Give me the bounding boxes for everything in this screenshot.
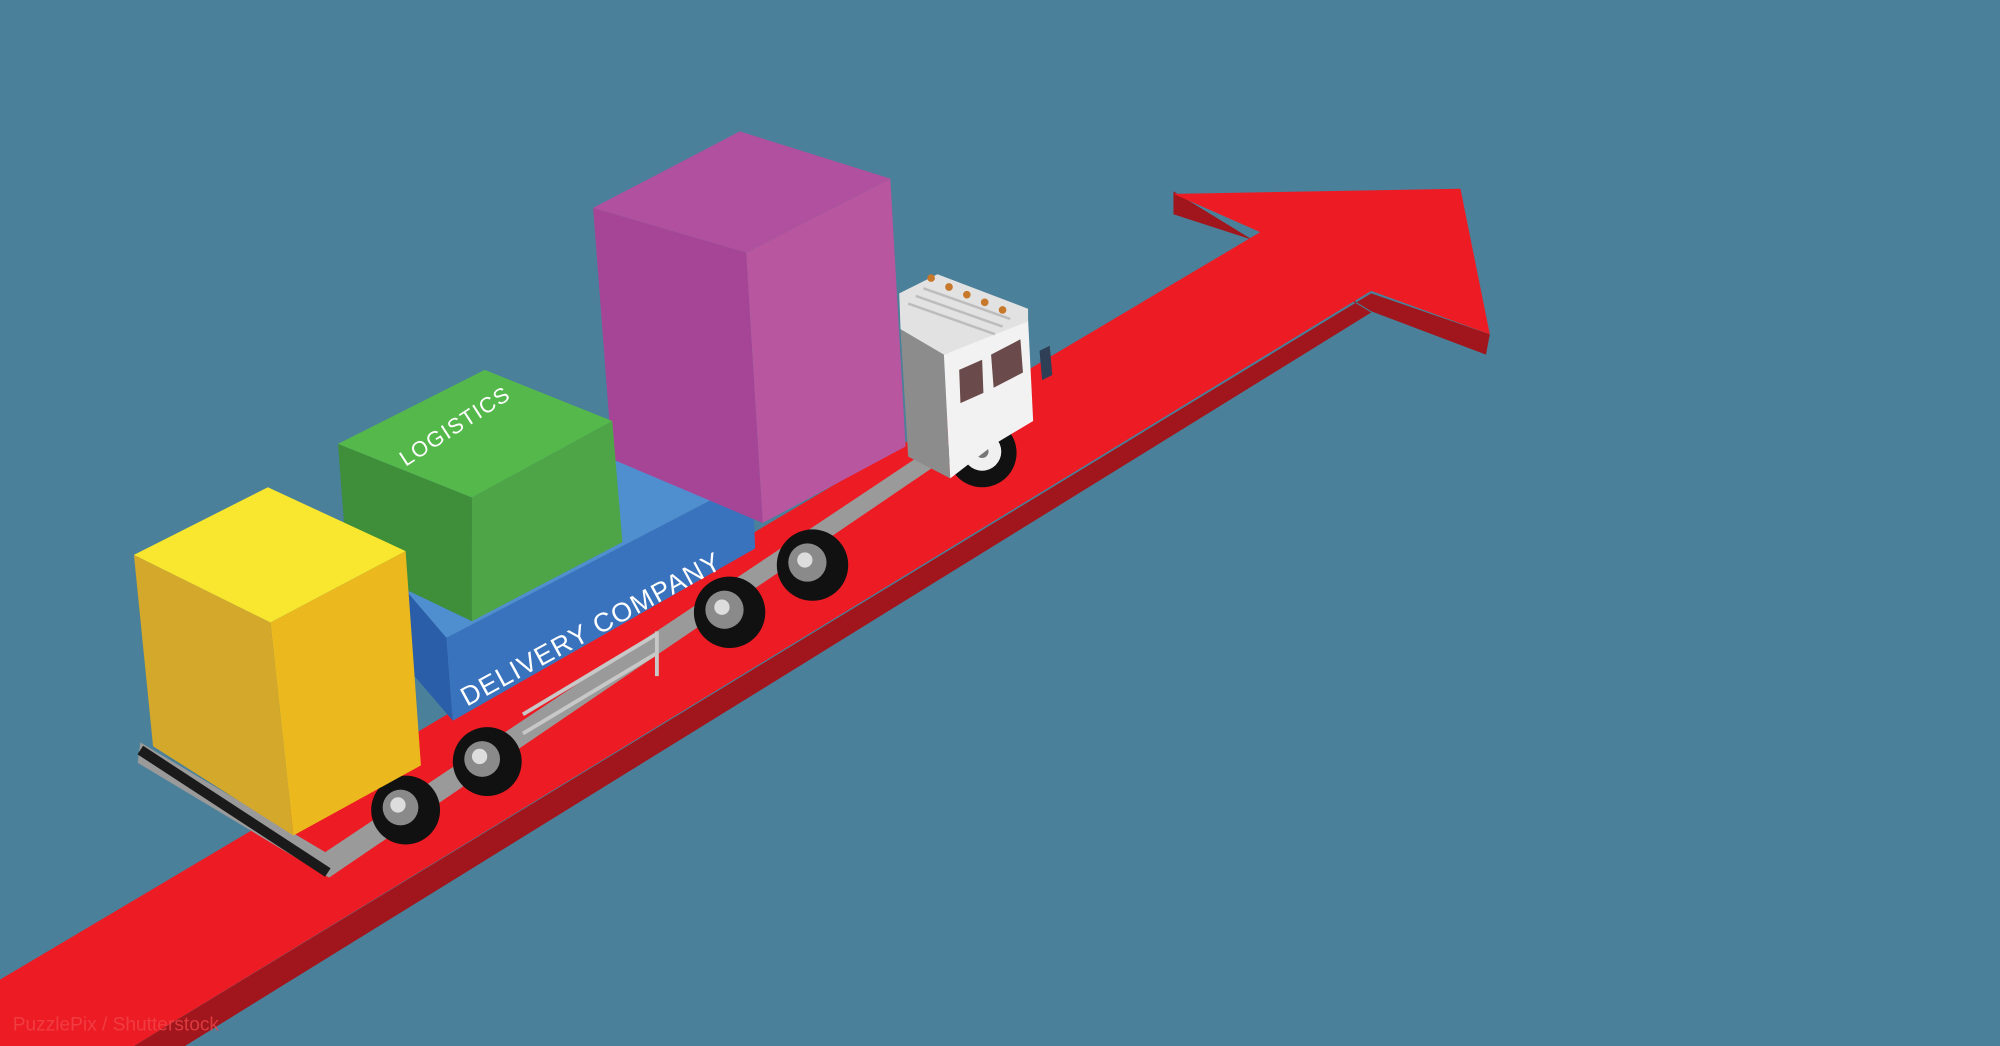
wheel — [693, 576, 766, 649]
magenta-box — [593, 131, 906, 524]
wheel — [776, 529, 849, 601]
truck: DELIVERY COMPANY LOGISTICS — [133, 131, 1053, 878]
cab-window — [991, 339, 1023, 388]
watermark: PuzzlePix / Shutterstock — [13, 1015, 220, 1036]
roof-lights — [927, 274, 1007, 314]
truck-cab — [899, 274, 1053, 479]
wheel — [452, 727, 522, 796]
side-guard — [521, 631, 659, 736]
yellow-box — [133, 487, 421, 836]
cab-window — [959, 359, 984, 404]
green-box: LOGISTICS — [338, 369, 623, 622]
rear-bumper — [137, 745, 331, 877]
side-mirror — [1039, 345, 1053, 381]
wheel — [371, 775, 441, 845]
